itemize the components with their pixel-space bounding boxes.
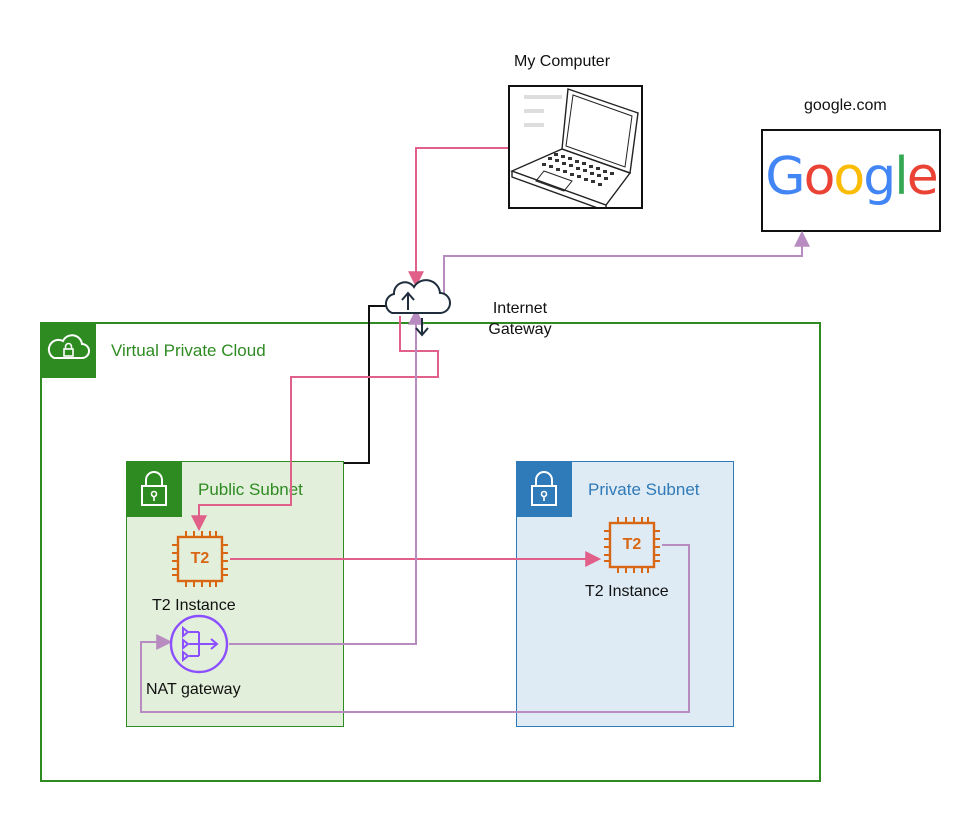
google-logo-letter: l: [894, 147, 909, 207]
igw-to-google-flow: [443, 230, 810, 306]
google-logo-letter: g: [863, 147, 896, 207]
private-instance-label: T2 Instance: [585, 583, 669, 600]
my-computer-node: [508, 85, 643, 212]
google-logo-letter: e: [906, 147, 939, 207]
vpc-cloud-lock-icon: [47, 334, 90, 359]
public-instance-chip-text: T2: [190, 550, 210, 567]
internet-gateway-cloud-icon: [384, 279, 451, 337]
private-instance-to-nat-flow: [140, 544, 690, 713]
subnet-lock-icon: [141, 471, 167, 506]
internet-gateway-label-line2: Gateway: [488, 321, 552, 338]
laptop-icon: [510, 88, 639, 212]
igw-to-public-instance-flow: [191, 316, 439, 532]
google-logo-letter: G: [765, 147, 805, 207]
vpc-badge: [40, 322, 96, 378]
google-logo-letter: o: [833, 147, 865, 207]
subnet-lock-icon: [531, 471, 557, 506]
google-label: google.com: [804, 97, 887, 114]
google-node: [761, 129, 941, 232]
vpc-label: Virtual Private Cloud: [111, 341, 266, 360]
google-logo: Google: [765, 142, 939, 212]
igw-to-public-subnet-link: [344, 305, 390, 464]
vpc-container: [40, 322, 821, 782]
nat-gateway-icon: [169, 614, 229, 674]
my-computer-label: My Computer: [514, 53, 611, 70]
private-instance-chip-text: T2: [622, 536, 642, 553]
google-logo-letter: o: [803, 147, 836, 207]
internet-gateway-label-line1: Internet: [492, 300, 548, 317]
public-instance-label: T2 Instance: [152, 597, 236, 614]
public-subnet-label: Public Subnet: [198, 480, 303, 499]
private-subnet-badge: [516, 461, 572, 517]
ec2-chip-icon: [604, 517, 660, 573]
ec2-chip-icon: [172, 531, 228, 587]
computer-to-igw-flow: [408, 147, 508, 288]
public-subnet-container: [126, 461, 344, 727]
private-subnet-label: Private Subnet: [588, 480, 700, 499]
nat-gateway-label: NAT gateway: [146, 681, 241, 698]
nat-to-igw-flow: [229, 308, 424, 645]
public-subnet-badge: [126, 461, 182, 517]
